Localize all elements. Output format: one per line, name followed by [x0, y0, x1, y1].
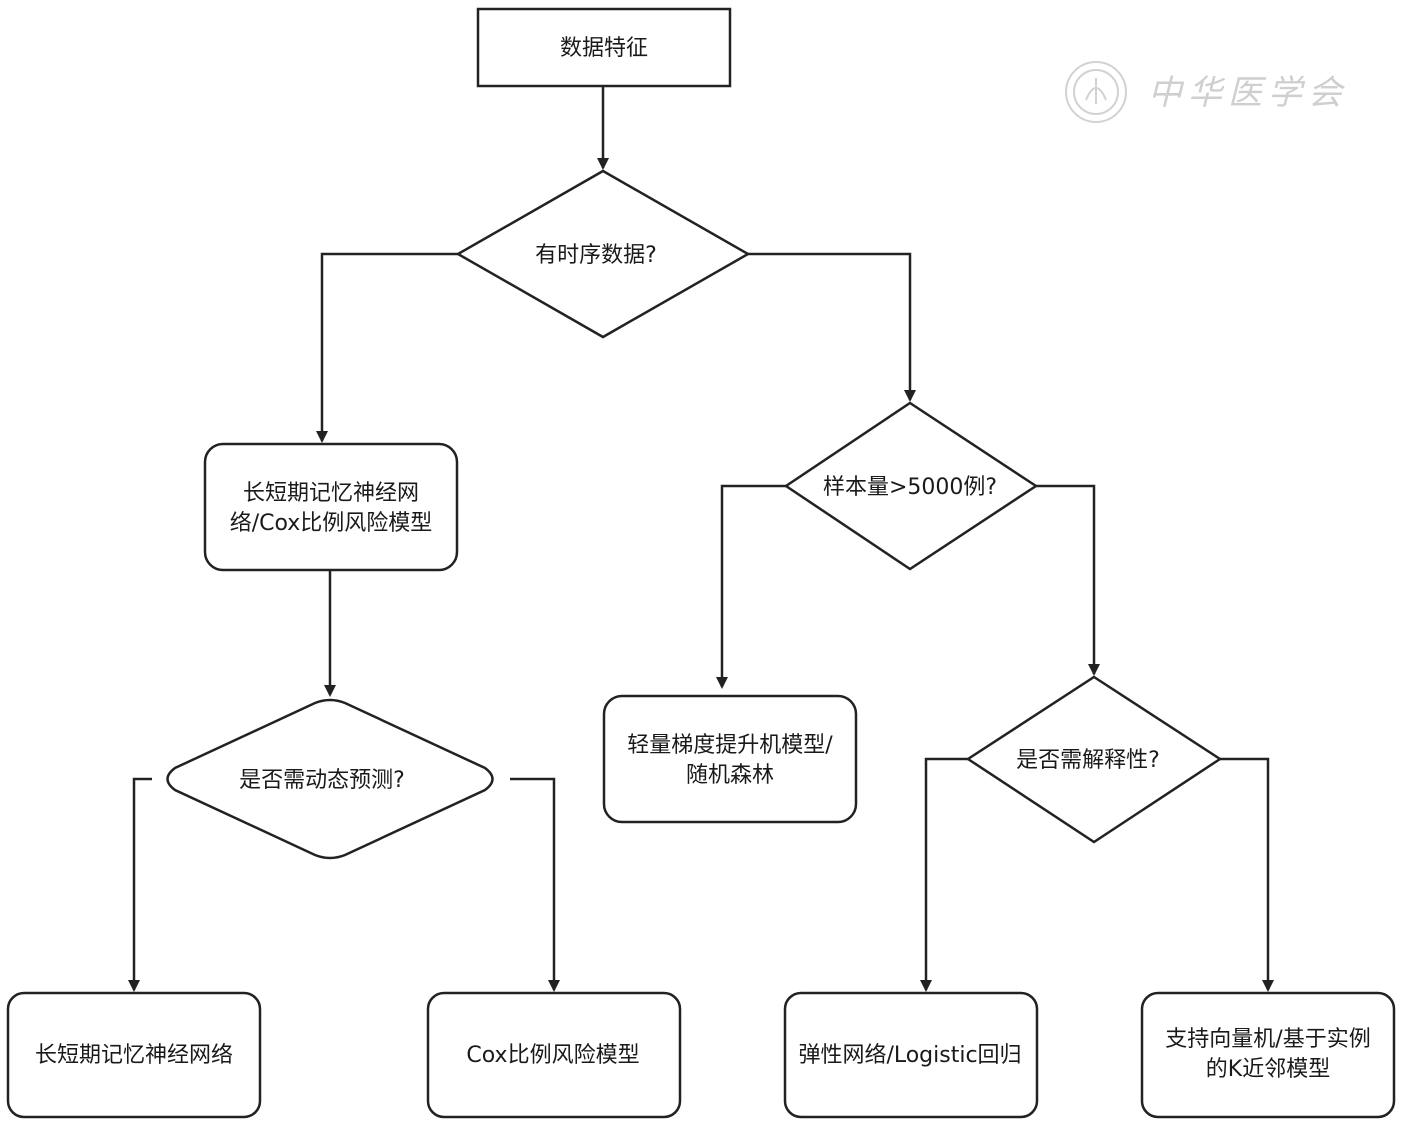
node-lstm-cox-line1: 长短期记忆神经网: [243, 481, 419, 506]
node-start-label: 数据特征: [560, 36, 648, 61]
node-lstm-cox: 长短期记忆神经网 络/Cox比例风险模型: [203, 442, 459, 572]
node-svm-knn-line2: 的K近邻模型: [1206, 1057, 1330, 1082]
society-seal-icon: [1065, 61, 1127, 123]
edge-q-sample-size-to-lgbm-rf: [716, 484, 786, 689]
decision-sample-size: 样本量>5000例?: [783, 401, 1039, 571]
watermark: 中华医学会: [1065, 61, 1348, 123]
node-cox: Cox比例风险模型: [426, 991, 682, 1119]
decision-time-series: 有时序数据?: [455, 169, 751, 339]
edge-q-time-series-to-lstm-cox: [316, 252, 458, 443]
edge-q-interpret-to-svm-knn: [1220, 757, 1274, 992]
node-start: 数据特征: [476, 7, 732, 88]
decision-dynamic: 是否需动态预测?: [166, 698, 494, 860]
node-enet-logistic: 弹性网络/Logistic回归: [783, 991, 1039, 1119]
edge-q-interpret-to-enet-logistic: [920, 757, 968, 992]
watermark-text: 中华医学会: [1148, 73, 1348, 113]
edge-q-time-series-to-q-sample-size: [748, 252, 916, 402]
decision-sample-size-label: 样本量>5000例?: [823, 475, 997, 500]
node-lstm-cox-line2: 络/Cox比例风险模型: [230, 511, 433, 536]
edge-q-dynamic-to-cox: [510, 777, 560, 992]
decision-interpret-label: 是否需解释性?: [1016, 748, 1160, 773]
node-lgbm-rf-line1: 轻量梯度提升机模型/: [627, 733, 833, 758]
node-cox-label: Cox比例风险模型: [466, 1043, 639, 1068]
edge-q-sample-size-to-q-interpret: [1036, 484, 1100, 676]
node-lstm-label: 长短期记忆神经网络: [35, 1043, 233, 1068]
node-lstm: 长短期记忆神经网络: [6, 991, 262, 1119]
node-svm-knn-line1: 支持向量机/基于实例: [1165, 1027, 1370, 1052]
node-lgbm-rf: 轻量梯度提升机模型/ 随机森林: [602, 694, 858, 824]
node-enet-logistic-label: 弹性网络/Logistic回归: [798, 1043, 1021, 1068]
node-lgbm-rf-line2: 随机森林: [686, 763, 774, 788]
decision-dynamic-label: 是否需动态预测?: [239, 768, 405, 793]
decision-interpret: 是否需解释性?: [965, 675, 1223, 844]
connectors: [128, 86, 1274, 992]
node-svm-knn: 支持向量机/基于实例 的K近邻模型: [1140, 991, 1396, 1119]
edge-q-dynamic-to-lstm: [128, 777, 152, 992]
decision-time-series-label: 有时序数据?: [535, 243, 657, 268]
